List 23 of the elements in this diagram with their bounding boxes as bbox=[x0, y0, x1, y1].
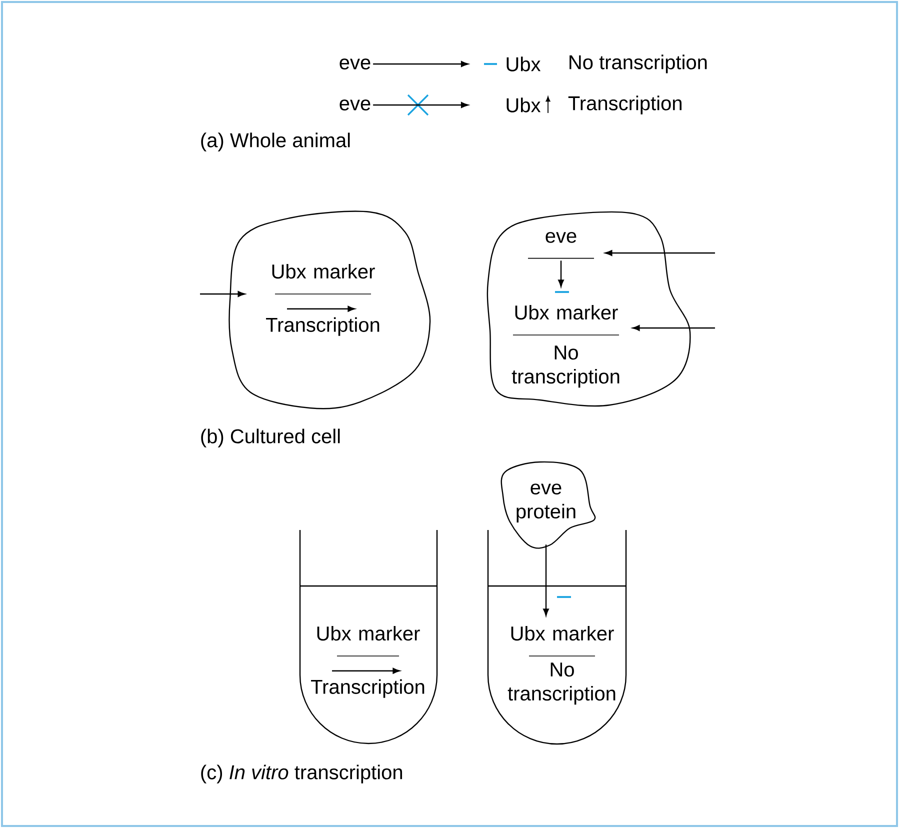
gene-label: eve bbox=[340, 100, 370, 110]
arrow bbox=[373, 102, 468, 108]
gene-label: eve bbox=[340, 58, 370, 70]
gene-label: Ubx marker No transcription bbox=[512, 304, 620, 388]
panel-caption: (b) Cultured cell bbox=[201, 428, 340, 448]
gene-label: Ubx marker Transcription bbox=[311, 626, 424, 698]
panel-caption: (c) In vitro transcription bbox=[201, 764, 402, 784]
gene-label: eve bbox=[528, 232, 594, 259]
arrow bbox=[632, 325, 715, 331]
arrow bbox=[200, 291, 246, 297]
state-label: Transcription bbox=[568, 96, 682, 114]
gene-label: Ubx marker Transcription bbox=[266, 264, 380, 336]
arrow bbox=[543, 544, 549, 616]
arrow bbox=[373, 61, 468, 67]
gene-label: Ubx bbox=[506, 98, 541, 112]
protein-blob: eve protein bbox=[500, 461, 596, 549]
arrow bbox=[604, 250, 715, 256]
state-label: No transcription bbox=[570, 54, 707, 74]
panel-caption: (a) Whole animal bbox=[201, 132, 350, 152]
gene-label: Ubx marker No transcription bbox=[508, 626, 616, 705]
cell-drawing bbox=[486, 211, 691, 407]
gene-label: Ubx bbox=[506, 56, 541, 72]
arrow bbox=[558, 260, 564, 288]
